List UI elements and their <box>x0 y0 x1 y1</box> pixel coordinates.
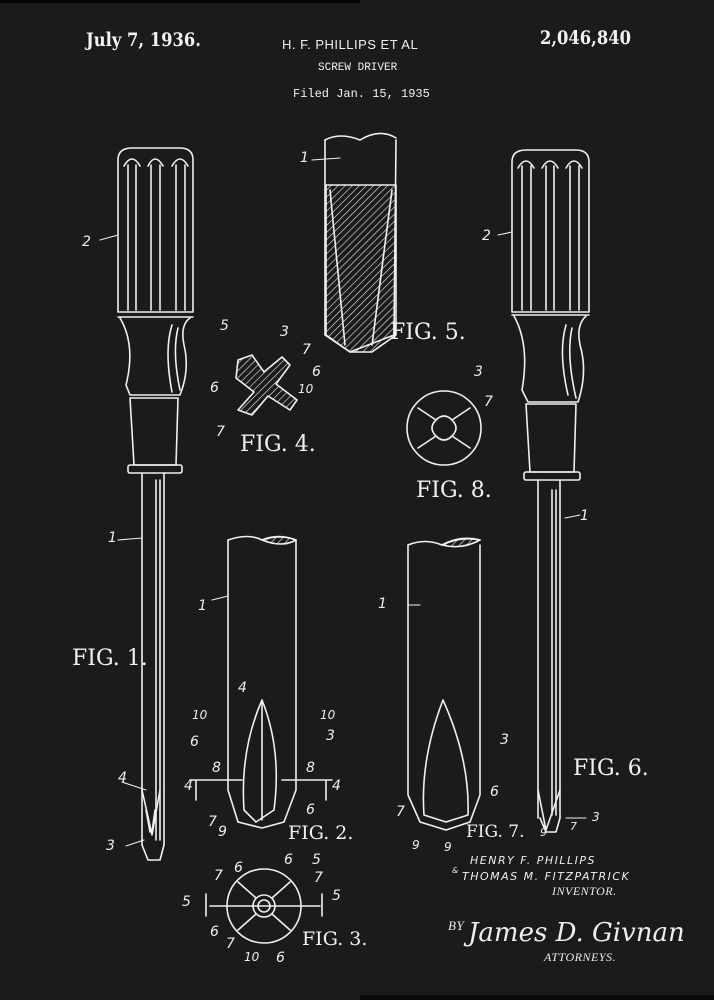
ref-numeral: 1 <box>300 150 309 166</box>
ref-numeral: 10 <box>192 708 208 722</box>
fig8-end-view-drawing <box>406 390 482 466</box>
ref-numeral: 5 <box>312 852 321 868</box>
fig7-label: FIG. 7. <box>466 822 525 842</box>
fig4-cross-section-drawing <box>235 354 298 416</box>
ref-numeral: 3 <box>106 838 115 854</box>
ref-numeral: 6 <box>210 380 219 396</box>
ref-numeral: 4 <box>238 680 247 696</box>
ref-numeral: 3 <box>326 728 335 744</box>
ref-numeral: 4 <box>332 778 341 794</box>
ref-numeral: 1 <box>580 508 589 524</box>
filed-date: Filed Jan. 15, 1935 <box>293 87 430 101</box>
attorney-signature: James D. Givnan <box>468 918 685 948</box>
ref-numeral: 2 <box>82 234 91 250</box>
ref-numeral: 8 <box>306 760 315 776</box>
patent-title: SCREW DRIVER <box>318 62 398 74</box>
inventor-name-2: THOMAS M. FITZPATRICK <box>462 870 631 883</box>
ref-numeral: 4 <box>184 778 193 794</box>
inventor-header: H. F. PHILLIPS ET AL <box>282 37 419 52</box>
ref-numeral: 10 <box>244 950 260 964</box>
ref-numeral: 3 <box>474 364 483 380</box>
ref-numeral: 7 <box>216 424 225 440</box>
ref-numeral: 7 <box>570 820 577 833</box>
scan-edge-top <box>0 0 360 3</box>
fig2-label: FIG. 2. <box>288 822 354 844</box>
scan-edge-bottom <box>360 995 714 1000</box>
by-label: BY <box>448 918 465 933</box>
ref-numeral: 6 <box>210 924 219 940</box>
fig7-tip-drawing <box>407 537 481 831</box>
ref-numeral: 7 <box>208 814 217 830</box>
ref-numeral: 10 <box>298 382 314 396</box>
ref-numeral: 2 <box>482 228 491 244</box>
ref-numeral: 9 <box>444 840 452 854</box>
ref-numeral: 7 <box>314 870 323 886</box>
ref-numeral: 5 <box>220 318 229 334</box>
ref-numeral: 6 <box>306 802 315 818</box>
fig6-label: FIG. 6. <box>573 756 649 781</box>
ref-numeral: 1 <box>198 598 207 614</box>
ref-numeral: 5 <box>182 894 191 910</box>
fig4-label: FIG. 4. <box>240 432 316 457</box>
ref-numeral: 7 <box>214 868 223 884</box>
ref-numeral: 9 <box>412 838 420 852</box>
attorney-role: ATTORNEYS. <box>544 950 617 964</box>
ref-numeral: 4 <box>118 770 127 786</box>
ref-numeral: 10 <box>320 708 336 722</box>
ref-numeral: 3 <box>592 810 600 824</box>
ref-numeral: 3 <box>500 732 509 748</box>
ref-numeral: 6 <box>234 860 243 876</box>
ref-numeral: 6 <box>284 852 293 868</box>
fig3-label: FIG. 3. <box>302 928 368 950</box>
ref-numeral: 5 <box>332 888 341 904</box>
fig1-screwdriver-drawing <box>117 147 194 861</box>
fig5-section-drawing <box>324 132 397 353</box>
ref-numeral: 6 <box>190 734 199 750</box>
ref-numeral: 7 <box>302 342 311 358</box>
ref-numeral: 7 <box>226 936 235 952</box>
ref-numeral: 1 <box>108 530 117 546</box>
ref-numeral: 8 <box>212 760 221 776</box>
ref-numeral: 6 <box>276 950 285 966</box>
ref-numeral: 1 <box>378 596 387 612</box>
inventor-conjunction: & <box>452 866 460 875</box>
leader-lines <box>99 157 587 847</box>
fig8-label: FIG. 8. <box>416 478 492 503</box>
fig2-tip-drawing <box>189 535 333 829</box>
ref-numeral: 3 <box>280 324 289 340</box>
ref-numeral: 7 <box>396 804 405 820</box>
ref-numeral: 6 <box>490 784 499 800</box>
inventor-name-1: HENRY F. PHILLIPS <box>470 854 596 867</box>
ref-numeral: 9 <box>540 826 547 839</box>
patent-date: July 7, 1936. <box>86 29 201 51</box>
fig3-end-view-drawing <box>205 868 323 944</box>
ref-numeral: 6 <box>312 364 321 380</box>
fig1-label: FIG. 1. <box>72 646 148 671</box>
patent-number: 2,046,840 <box>540 27 631 49</box>
ref-numeral: 7 <box>484 394 493 410</box>
inventor-role: INVENTOR. <box>552 884 617 898</box>
ref-numeral: 9 <box>218 824 227 840</box>
fig5-label: FIG. 5. <box>390 320 466 345</box>
fig6-screwdriver-drawing <box>511 149 590 833</box>
